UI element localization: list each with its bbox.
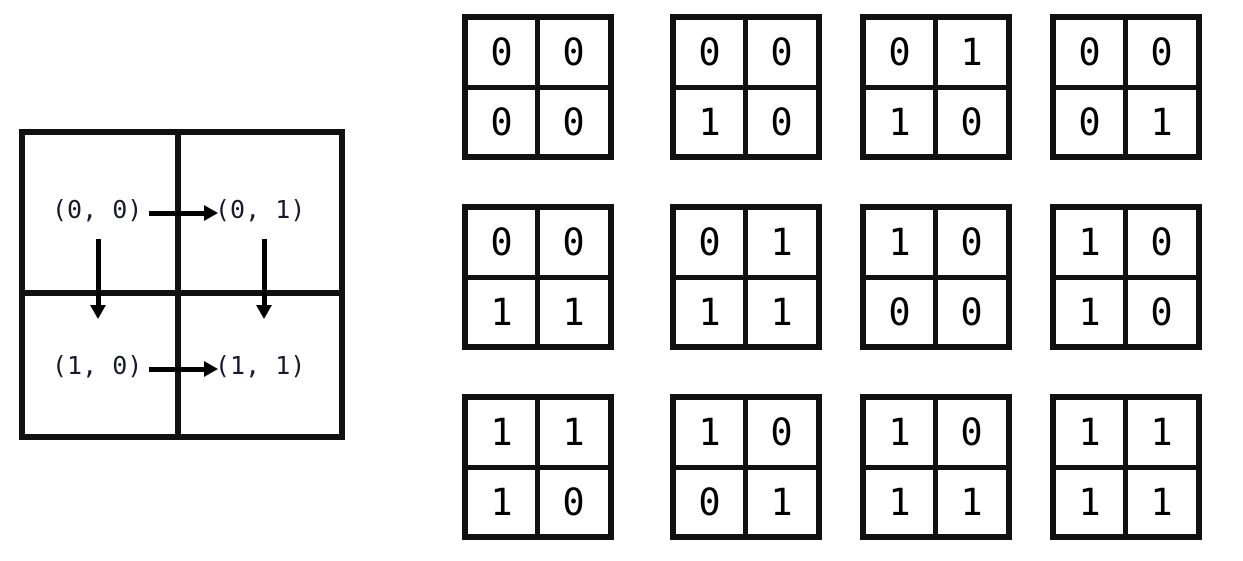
matrix-value: 1 [960,481,983,524]
down-arrow-icon-right [256,239,272,319]
matrix-value: 0 [960,221,983,264]
matrix-value: 1 [1150,101,1173,144]
matrix-cell-box: 0 0 0 0 [462,14,614,160]
matrix-value: 1 [770,221,793,264]
matrix-value: 0 [490,101,513,144]
matrix-cell-box: 0 1 1 0 [860,14,1012,160]
matrix-gallery-row: 1 1 1 0 1 0 0 1 1 0 1 1 [462,394,1232,540]
matrix-value: 1 [888,101,911,144]
box-horizontal-divider [468,275,608,280]
matrix-value: 0 [888,31,911,74]
matrix-cell-box: 1 1 1 0 [462,394,614,540]
matrix-value: 0 [562,481,585,524]
matrix-value: 1 [698,101,721,144]
matrix-value: 1 [490,291,513,334]
matrix-value: 1 [562,291,585,334]
matrix-value: 0 [1078,31,1101,74]
matrix-cell-box: 0 0 1 1 [462,204,614,350]
matrix-cell-box: 1 0 1 1 [860,394,1012,540]
right-arrow-icon-top [149,205,218,221]
matrix-value: 1 [490,411,513,454]
matrix-value: 1 [490,481,513,524]
coordinate-index-diagram: (0, 0) (0, 1) (1, 0) (1, 1) [19,129,345,440]
matrix-gallery-row: 0 0 0 0 0 0 1 0 0 1 1 0 [462,14,1232,160]
coord-label-0-1: (0, 1) [215,195,306,224]
right-arrow-icon-bottom [149,361,218,377]
matrix-value: 1 [888,481,911,524]
matrix-value: 1 [1150,481,1173,524]
matrix-value: 1 [888,411,911,454]
matrix-value: 1 [770,481,793,524]
box-horizontal-divider [1056,85,1196,90]
matrix-value: 0 [770,31,793,74]
matrix-value: 0 [960,101,983,144]
box-horizontal-divider [676,465,816,470]
matrix-value: 1 [1078,221,1101,264]
matrix-cell-box: 0 1 1 1 [670,204,822,350]
matrix-value: 0 [1150,291,1173,334]
matrix-cell-box: 1 0 0 0 [860,204,1012,350]
matrix-value: 1 [1078,481,1101,524]
matrix-value: 0 [490,31,513,74]
matrix-value: 1 [698,411,721,454]
matrix-value: 0 [490,221,513,264]
matrix-value: 0 [698,481,721,524]
matrix-value: 0 [698,31,721,74]
matrix-value: 1 [1078,291,1101,334]
matrix-value: 1 [698,291,721,334]
box-horizontal-divider [468,465,608,470]
box-horizontal-divider [676,275,816,280]
matrix-value: 0 [770,411,793,454]
down-arrow-icon-left [90,239,106,319]
matrix-value: 1 [1078,411,1101,454]
matrix-value: 0 [960,291,983,334]
coord-label-1-0: (1, 0) [52,351,143,380]
matrix-gallery: 0 0 0 0 0 0 1 0 0 1 1 0 [462,14,1232,547]
coord-vertical-divider [175,135,181,434]
box-horizontal-divider [866,275,1006,280]
matrix-value: 0 [960,411,983,454]
matrix-cell-box: 0 0 1 0 [670,14,822,160]
matrix-value: 0 [562,31,585,74]
box-horizontal-divider [468,85,608,90]
box-horizontal-divider [676,85,816,90]
matrix-value: 1 [888,221,911,264]
matrix-cell-box: 1 0 1 0 [1050,204,1202,350]
box-horizontal-divider [866,85,1006,90]
matrix-cell-box: 1 0 0 1 [670,394,822,540]
box-horizontal-divider [866,465,1006,470]
coord-label-1-1: (1, 1) [215,351,306,380]
matrix-value: 0 [888,291,911,334]
matrix-value: 0 [1150,221,1173,264]
matrix-gallery-row: 0 0 1 1 0 1 1 1 1 0 0 0 [462,204,1232,350]
matrix-value: 0 [562,221,585,264]
matrix-cell-box: 1 1 1 1 [1050,394,1202,540]
matrix-value: 0 [562,101,585,144]
box-horizontal-divider [1056,465,1196,470]
coord-label-0-0: (0, 0) [52,195,143,224]
matrix-value: 1 [770,291,793,334]
matrix-value: 0 [770,101,793,144]
matrix-value: 0 [698,221,721,264]
matrix-value: 1 [562,411,585,454]
coord-horizontal-divider [25,290,339,296]
box-horizontal-divider [1056,275,1196,280]
matrix-value: 0 [1078,101,1101,144]
matrix-value: 1 [960,31,983,74]
matrix-cell-box: 0 0 0 1 [1050,14,1202,160]
matrix-value: 0 [1150,31,1173,74]
matrix-value: 1 [1150,411,1173,454]
